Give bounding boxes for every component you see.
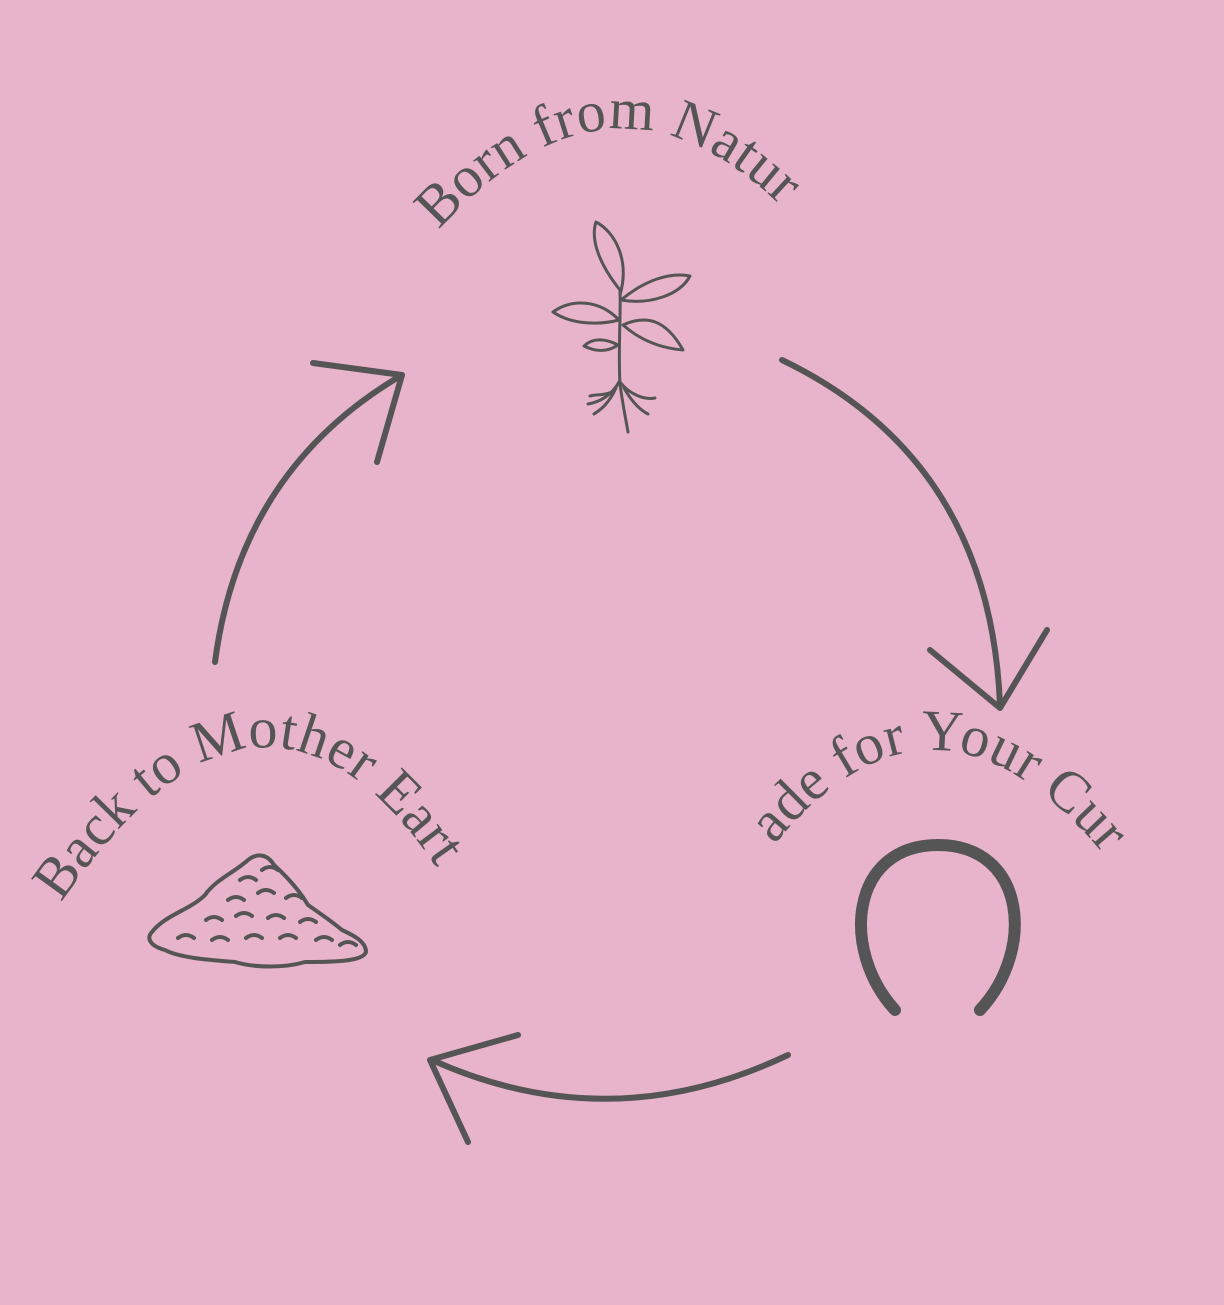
soil-pile-icon: [147, 853, 368, 969]
arrow-curls-to-earth: [427, 1032, 791, 1145]
hairband-icon: [855, 839, 1021, 1016]
seedling-icon: [551, 220, 692, 434]
arrow-earth-to-nature: [212, 360, 405, 665]
arrow-nature-to-curls: [779, 357, 1050, 711]
